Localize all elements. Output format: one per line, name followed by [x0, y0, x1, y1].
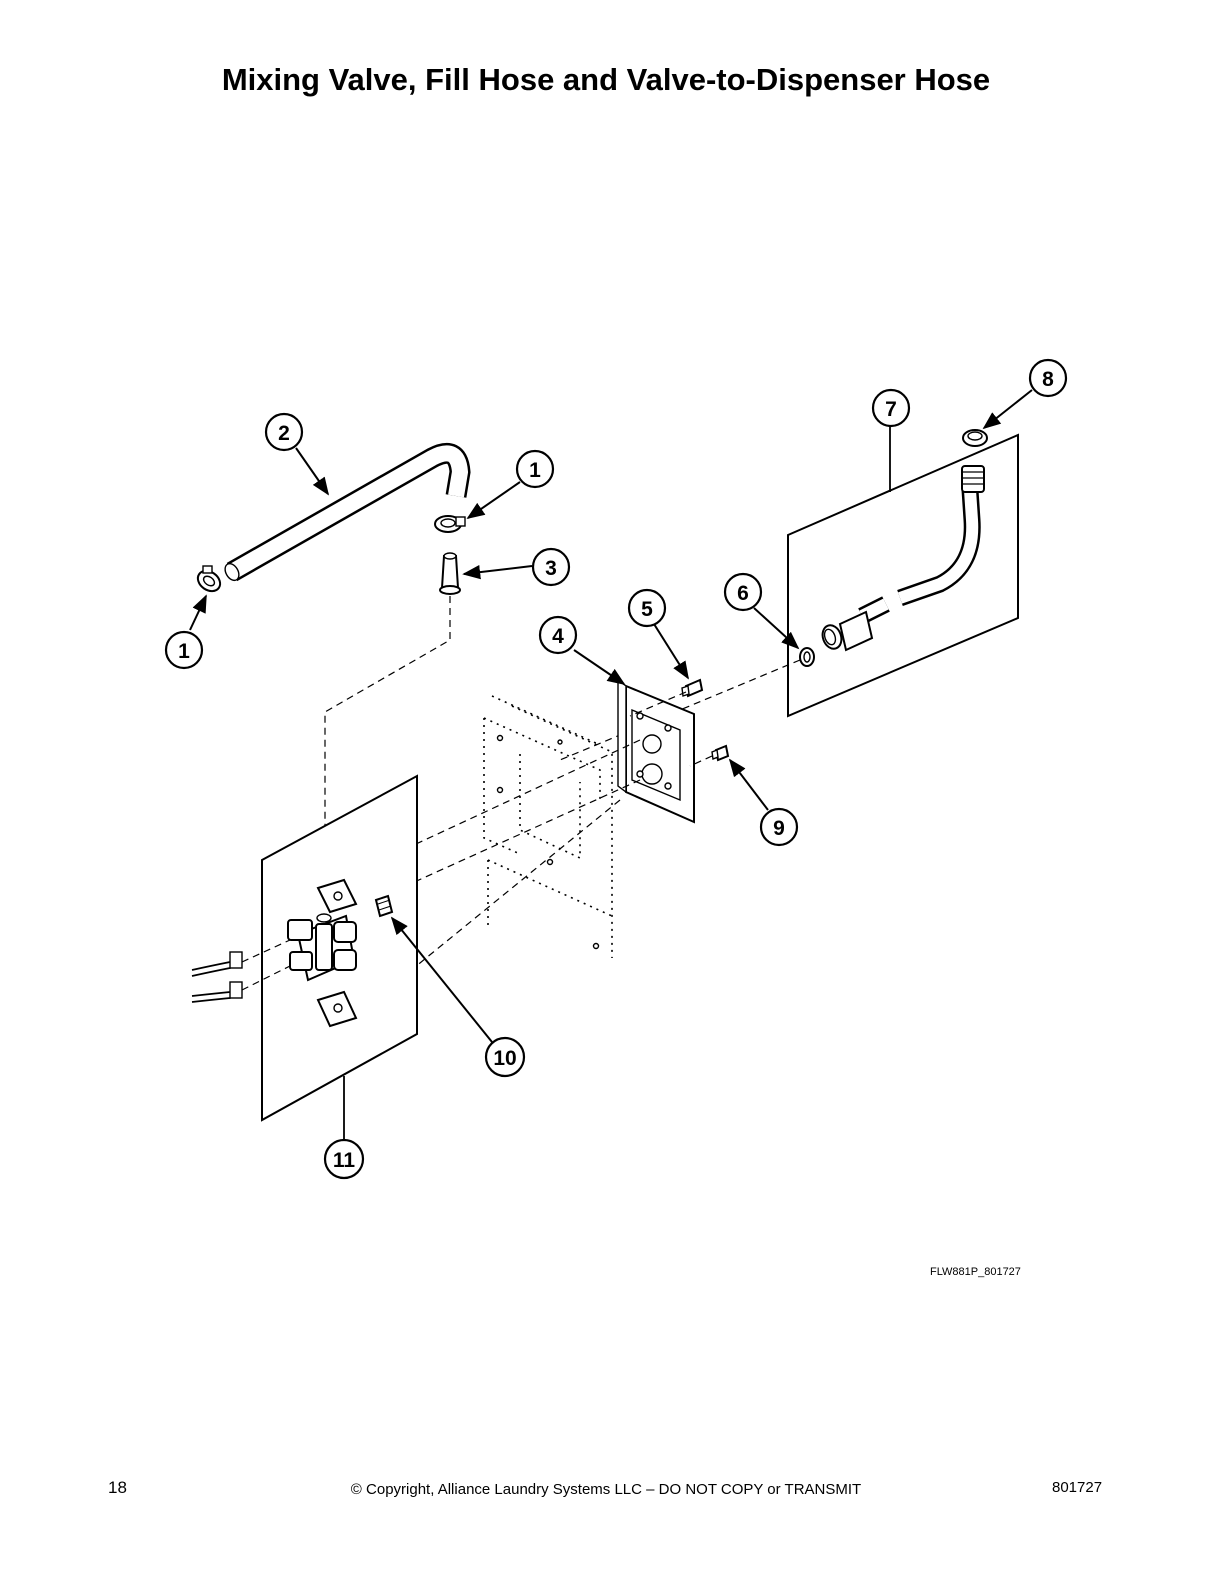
leader-2 — [295, 447, 330, 496]
copyright-notice: © Copyright, Alliance Laundry Systems LL… — [350, 1481, 862, 1498]
leader-6 — [753, 607, 800, 650]
drawing-id: FLW881P_801727 — [930, 1266, 1021, 1278]
cabinet-outline — [483, 695, 613, 958]
svg-text:3: 3 — [545, 557, 557, 580]
leader-8 — [982, 389, 1033, 430]
mixing-valve-panel — [191, 774, 418, 1122]
callout-6: 6 — [723, 572, 763, 612]
callout-5: 5 — [627, 588, 667, 628]
page-title: Mixing Valve, Fill Hose and Valve-to-Dis… — [221, 62, 991, 97]
callout-2: 2 — [264, 412, 304, 452]
page-number: 18 — [108, 1478, 127, 1497]
svg-text:9: 9 — [773, 817, 785, 840]
svg-text:1: 1 — [178, 640, 190, 663]
hose-clamp-right — [434, 515, 466, 533]
fitting-part — [439, 552, 461, 595]
svg-text:4: 4 — [552, 625, 564, 648]
callout-1-left: 1 — [164, 630, 204, 670]
leader-9 — [728, 758, 769, 811]
callout-11: 11 — [323, 1138, 365, 1180]
callout-7: 7 — [871, 388, 911, 428]
svg-text:6: 6 — [737, 582, 749, 605]
svg-text:10: 10 — [493, 1047, 516, 1070]
callout-4: 4 — [538, 615, 578, 655]
document-number: 801727 — [1052, 1479, 1103, 1496]
callout-1-right: 1 — [515, 449, 555, 489]
hose-clamp-left — [196, 565, 222, 593]
callout-10: 10 — [484, 1036, 526, 1078]
mounting-plate-part — [617, 678, 695, 824]
svg-text:1: 1 — [529, 459, 541, 482]
dispenser-hose-panel — [787, 433, 1019, 718]
callout-3: 3 — [531, 547, 571, 587]
svg-text:11: 11 — [333, 1149, 356, 1172]
svg-text:7: 7 — [885, 398, 897, 421]
svg-text:5: 5 — [641, 598, 653, 621]
strainer-part — [374, 894, 394, 918]
screen-washer-part — [962, 429, 988, 447]
svg-text:8: 8 — [1042, 368, 1054, 391]
svg-text:2: 2 — [278, 422, 290, 445]
leader-1-right — [466, 481, 521, 520]
callout-9: 9 — [759, 807, 799, 847]
leader-10 — [390, 916, 493, 1043]
leader-3 — [462, 564, 533, 580]
screw-part-9 — [711, 744, 730, 762]
washer-part — [799, 647, 815, 667]
callout-8: 8 — [1028, 358, 1068, 398]
leader-5 — [653, 623, 689, 680]
fill-hose-part — [224, 442, 471, 582]
leader-4 — [573, 649, 626, 686]
leader-1-left — [189, 594, 207, 631]
screw-part-5 — [681, 678, 704, 698]
